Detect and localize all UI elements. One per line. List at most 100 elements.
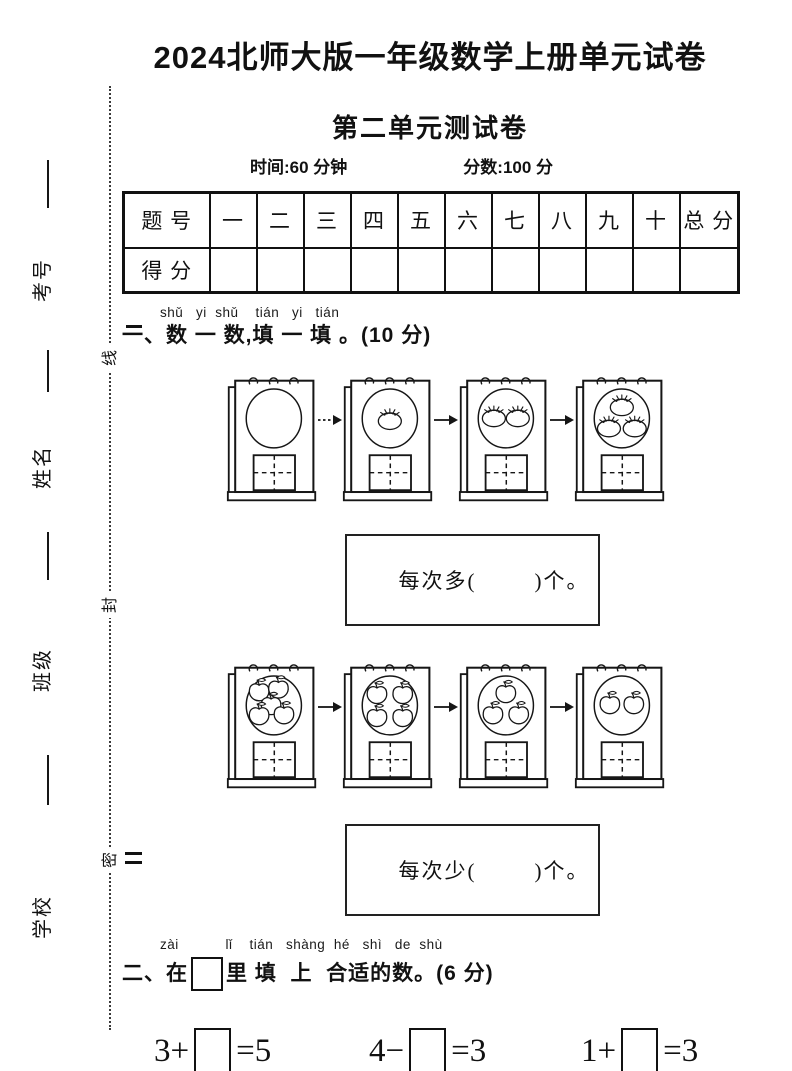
question-column-cell: 三 <box>302 191 352 249</box>
flipchart-card <box>342 664 433 789</box>
school-underline <box>47 755 49 805</box>
score-table-header-row: 题 号一二三四五六七八九十总 分 <box>122 191 740 249</box>
spiral-ring-icon <box>637 377 647 385</box>
flipchart-row-increasing <box>122 375 738 506</box>
section2-pinyin: zài lǐ tián shàng hé shì de shù <box>160 937 443 952</box>
score-table: 题 号一二三四五六七八九十总 分 得 分 <box>122 191 740 294</box>
spiral-ring-icon <box>480 377 491 385</box>
spiral-ring-icon <box>289 377 299 385</box>
time-limit-label: 时间:60 分钟 <box>250 158 348 177</box>
equation-operator: − <box>385 1033 405 1069</box>
question-column-cell: 总 分 <box>678 191 740 249</box>
spiral-ring-icon <box>500 664 511 672</box>
name-underline <box>47 350 49 392</box>
paper-content: 2024北师大版一年级数学上册单元试卷 第二单元测试卷 时间:60 分钟 分数:… <box>122 0 740 1071</box>
spiral-ring-icon <box>268 664 279 672</box>
apple-icon <box>623 690 645 715</box>
flipchart-row-decreasing <box>122 662 738 793</box>
flipchart-card <box>226 377 317 502</box>
answer-box <box>621 1028 659 1071</box>
apple-icon <box>508 701 530 725</box>
apple-icon <box>273 701 295 725</box>
spiral-ring-icon <box>289 664 299 672</box>
spiral-ring-icon <box>521 664 531 672</box>
seal-char-xian: 线 <box>98 345 124 371</box>
score-empty-cell <box>396 246 446 294</box>
flipchart-card <box>226 664 317 789</box>
seal-dotted-line <box>109 86 111 1030</box>
tomato-icon <box>481 405 507 428</box>
flipchart-card <box>574 377 665 502</box>
spiral-ring-icon <box>480 664 491 672</box>
apple-icon <box>599 690 621 715</box>
spiral-ring-icon <box>248 377 259 385</box>
exam-number-underline <box>47 160 49 208</box>
class-underline <box>47 532 49 580</box>
sidebar-field-class: 班级 <box>32 648 54 692</box>
spiral-ring-icon <box>405 377 415 385</box>
score-empty-cell <box>302 246 352 294</box>
paper-meta: 时间:60 分钟 分数:100 分 <box>122 153 738 178</box>
score-empty-cell <box>349 246 399 294</box>
section2-heading-prefix: 二、在 <box>122 962 188 985</box>
equation-operand: 1 <box>581 1033 598 1069</box>
tomato-icon <box>596 415 622 438</box>
score-empty-cell <box>208 246 258 294</box>
apple-icon <box>366 680 388 705</box>
tomato-icon <box>609 394 634 417</box>
tomato-icon <box>505 405 530 428</box>
score-table-score-row: 得 分 <box>122 246 740 294</box>
equation: 1+=3 <box>581 1020 738 1071</box>
apple-icon <box>248 701 270 726</box>
count-circle <box>245 388 303 449</box>
score-label-cell: 得 分 <box>122 246 211 294</box>
score-empty-cell <box>443 246 493 294</box>
flipchart-card <box>342 377 433 502</box>
score-empty-cell <box>537 246 587 294</box>
caption-increase-box: 每次多( )个。 <box>345 534 600 626</box>
answer-box <box>194 1028 232 1071</box>
right-arrow-icon <box>434 702 458 712</box>
apple-icon <box>392 680 414 705</box>
right-arrow-icon <box>550 415 574 425</box>
question-column-cell: 十 <box>631 191 681 249</box>
equation-operand: 4 <box>369 1033 386 1069</box>
fold-mark <box>126 325 142 328</box>
page-title: 2024北师大版一年级数学上册单元试卷 <box>153 40 707 75</box>
spiral-ring-icon <box>364 377 375 385</box>
score-empty-cell <box>584 246 634 294</box>
spiral-ring-icon <box>384 377 395 385</box>
apple-icon <box>248 678 270 702</box>
equation: 3+=5 <box>154 1020 369 1071</box>
seal-char-feng: 封 <box>98 592 124 618</box>
section2-heading-suffix: 里 填 上 合适的数。(6 分) <box>226 962 494 985</box>
question-column-cell: 九 <box>584 191 634 249</box>
sidebar-field-exam-number: 考号 <box>32 258 54 302</box>
spiral-ring-icon <box>637 664 647 672</box>
flipchart-card <box>574 664 665 789</box>
question-column-cell: 六 <box>443 191 493 249</box>
equals-sign: = <box>236 1033 255 1069</box>
right-arrow-icon <box>318 415 342 425</box>
fold-mark <box>125 852 142 855</box>
question-column-cell: 七 <box>490 191 540 249</box>
tomato-icon <box>377 408 402 431</box>
spiral-ring-icon <box>500 377 511 385</box>
caption-decrease-text: 每次少( )个。 <box>398 859 590 883</box>
question-column-cell: 八 <box>537 191 587 249</box>
question-number-label-cell: 题 号 <box>122 191 211 249</box>
equation: 4−=3 <box>369 1020 581 1071</box>
section2-heading: 二、在 里 填 上 合适的数。(6 分) <box>122 954 738 994</box>
question-column-cell: 二 <box>255 191 305 249</box>
total-score-label: 分数:100 分 <box>463 158 554 177</box>
spiral-ring-icon <box>521 377 531 385</box>
flipchart-card <box>458 664 549 789</box>
section1-pinyin: shǔ yi shǔ tián yi tián <box>160 305 340 320</box>
question-column-cell: 五 <box>396 191 446 249</box>
apple-icon <box>495 679 517 704</box>
fold-mark <box>125 861 142 864</box>
question-column-cell: 四 <box>349 191 399 249</box>
equation-result: 5 <box>254 1033 272 1069</box>
flipchart-card <box>458 377 549 502</box>
